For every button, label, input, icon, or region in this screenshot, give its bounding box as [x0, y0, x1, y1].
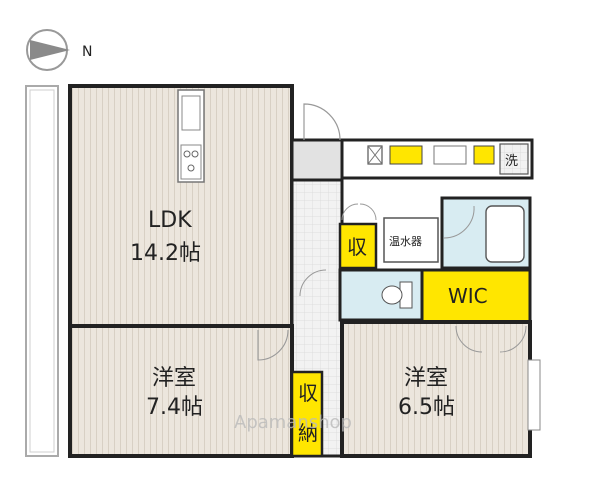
wic-closet [420, 268, 532, 324]
kitchen-counter [177, 89, 205, 183]
toilet-icon [381, 281, 413, 309]
water-heater-box [383, 217, 439, 263]
western-room-right-name: 洋室 [404, 366, 448, 391]
western-room-left-name: 洋室 [152, 366, 196, 391]
western-room-left-floor [68, 324, 294, 458]
storage-strip-1 [389, 145, 423, 165]
water-heater-label: 温水器 [389, 235, 422, 248]
storage-closet-label: 収 [347, 235, 367, 259]
storage-closet [338, 222, 378, 270]
entrance-door [303, 103, 341, 141]
storage-lower-label-1: 収 [298, 381, 318, 405]
western-room-left-door [257, 329, 289, 361]
entrance-floor [290, 138, 344, 182]
balcony [25, 85, 59, 457]
shelf-strip [433, 145, 467, 165]
bathtub-icon [485, 205, 525, 263]
western-room-right-floor [340, 320, 532, 458]
storage-lower-label-2: 納 [298, 421, 318, 445]
washer-label: 洗 [505, 154, 518, 169]
watermark-text: Apamanshop [234, 412, 352, 433]
western-room-right-size: 6.5帖 [398, 395, 455, 420]
western-room-left-size: 7.4帖 [146, 395, 203, 420]
wic-label: WIC [448, 284, 488, 308]
storage-strip-2 [473, 145, 495, 165]
compass-north-label: N [82, 44, 92, 60]
compass-icon: N [26, 29, 92, 71]
washer-space [499, 143, 529, 175]
storage-closet-lower [290, 370, 324, 458]
ldk-size-label: 14.2帖 [130, 241, 201, 266]
side-window [527, 359, 541, 431]
ldk-name-label: LDK [148, 208, 192, 233]
